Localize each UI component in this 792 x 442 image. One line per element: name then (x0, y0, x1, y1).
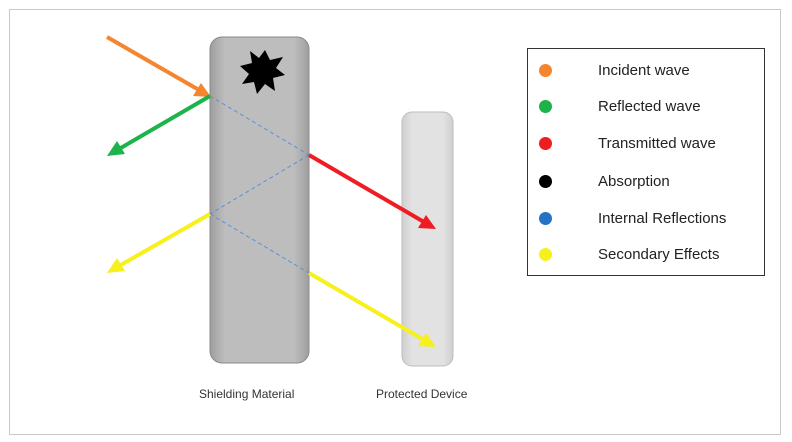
legend-label: Absorption (598, 173, 670, 190)
internal-reflection-segment-1 (209, 95, 310, 156)
incident-wave-arrow (106, 35, 211, 97)
legend-item-internal-reflections: Internal Reflections (528, 209, 764, 229)
internal-reflection-segment-3 (209, 213, 310, 274)
legend-label: Reflected wave (598, 98, 701, 115)
black-dot-icon (539, 175, 552, 188)
orange-dot-icon (539, 64, 552, 77)
transmitted-wave-arrow (307, 153, 436, 229)
yellow-dot-icon (539, 248, 552, 261)
legend-label: Transmitted wave (598, 135, 716, 152)
green-dot-icon (539, 100, 552, 113)
internal-reflections (209, 95, 310, 274)
shielding-material-slab (209, 36, 310, 364)
legend-item-secondary-effects: Secondary Effects (528, 245, 764, 265)
red-dot-icon (539, 137, 552, 150)
legend-item-absorption: Absorption (528, 172, 764, 192)
legend-label: Incident wave (598, 62, 690, 79)
blue-dot-icon (539, 212, 552, 225)
absorption-burst-icon (240, 50, 285, 94)
shielding-material-label: Shielding Material (199, 387, 295, 401)
legend-item-incident-wave: Incident wave (528, 61, 764, 81)
legend: Incident wave Reflected wave Transmitted… (527, 48, 765, 276)
legend-label: Internal Reflections (598, 210, 727, 227)
protected-device-slab (401, 111, 454, 367)
protected-device-label: Protected Device (376, 387, 468, 401)
secondary-effect-arrow-right (307, 271, 436, 347)
legend-label: Secondary Effects (598, 246, 720, 263)
legend-item-reflected-wave: Reflected wave (528, 97, 764, 117)
reflected-wave-arrow (107, 94, 212, 156)
legend-item-transmitted-wave: Transmitted wave (528, 134, 764, 154)
internal-reflection-segment-2 (209, 154, 310, 215)
secondary-effect-arrow-left (107, 212, 211, 273)
